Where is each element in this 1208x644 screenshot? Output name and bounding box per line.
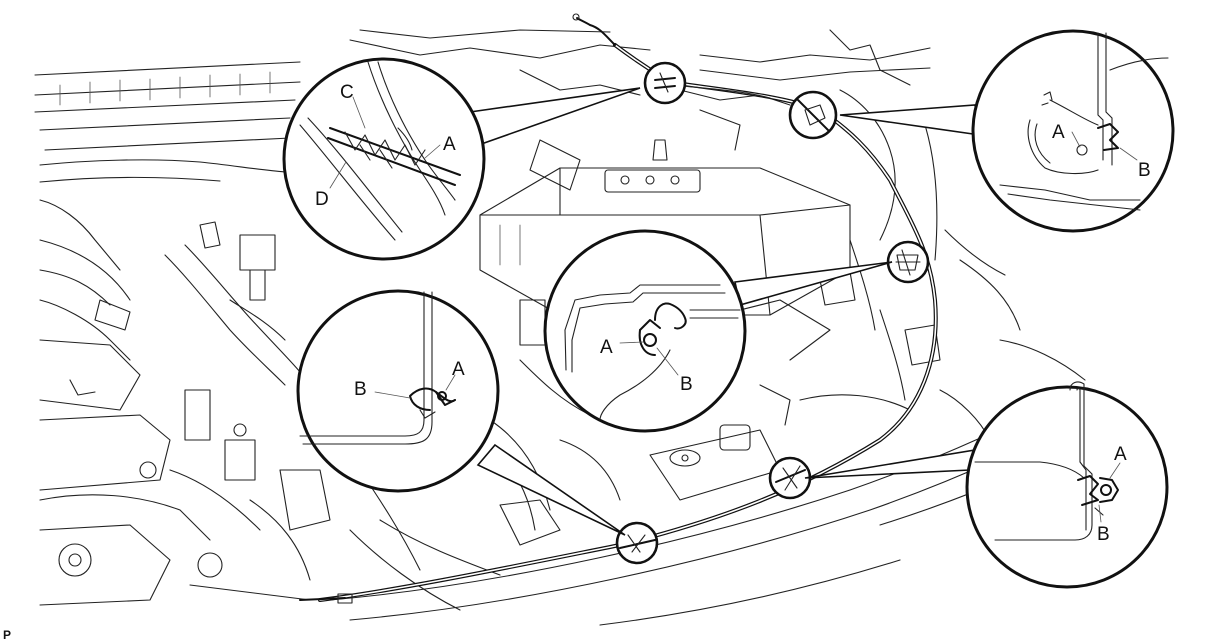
- label-top-right-b: B: [1138, 160, 1151, 181]
- label-center-b: B: [680, 374, 693, 395]
- label-top-left-d: D: [315, 189, 329, 210]
- label-left-a: A: [452, 359, 465, 380]
- clamp-marker-2: [788, 90, 838, 140]
- callout-top-left: [282, 57, 486, 261]
- label-bottom-right-a: A: [1114, 444, 1127, 465]
- callout-leaders: [469, 87, 981, 536]
- clamp-marker-5: [615, 521, 659, 565]
- figure-code: P: [3, 628, 11, 642]
- label-top-right-a: A: [1052, 122, 1065, 143]
- clamp-marker-4: [768, 456, 812, 500]
- hood-release-cable: [299, 13, 938, 604]
- label-top-left-c: C: [340, 82, 354, 103]
- label-bottom-right-b: B: [1097, 524, 1110, 545]
- clamp-marker-1: [643, 61, 687, 105]
- callout-left: [296, 289, 500, 493]
- label-left-b: B: [354, 379, 367, 400]
- callout-center: [543, 229, 747, 433]
- label-center-a: A: [600, 337, 613, 358]
- callout-bottom-right: [965, 381, 1169, 589]
- label-top-left-a: A: [443, 134, 456, 155]
- callout-top-right: [971, 29, 1175, 233]
- callout-labels: C A D A B A B B A A B: [315, 82, 1151, 545]
- clamp-location-markers: [615, 61, 930, 565]
- clamp-marker-3: [886, 240, 930, 284]
